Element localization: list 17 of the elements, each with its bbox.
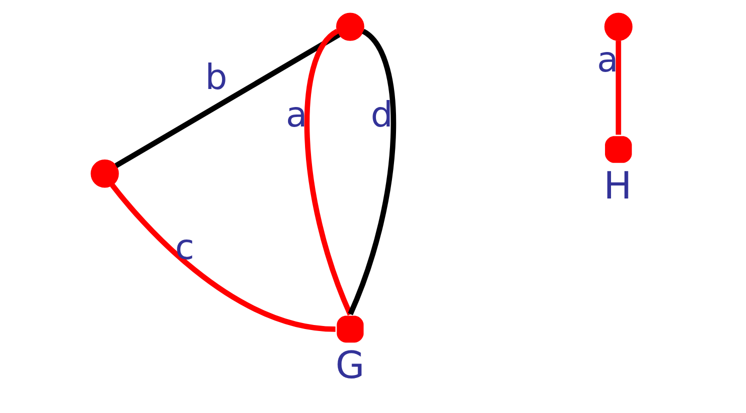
node-label: G: [335, 343, 365, 388]
connector: [616, 40, 622, 135]
edge-label: c: [175, 228, 194, 268]
edge-label: a: [597, 40, 618, 80]
node-circle: [605, 136, 632, 163]
node-circle: [336, 12, 364, 41]
edge-label: d: [370, 95, 393, 136]
node-circle: [90, 160, 119, 188]
connector: [110, 183, 336, 332]
connector: [348, 29, 396, 316]
connector: [114, 32, 340, 168]
node-circle: [604, 12, 632, 41]
node-circle: [336, 316, 364, 343]
edge-label: b: [205, 58, 228, 98]
edge-label: a: [286, 96, 308, 136]
connector: [304, 29, 353, 316]
node-label: H: [604, 163, 632, 208]
